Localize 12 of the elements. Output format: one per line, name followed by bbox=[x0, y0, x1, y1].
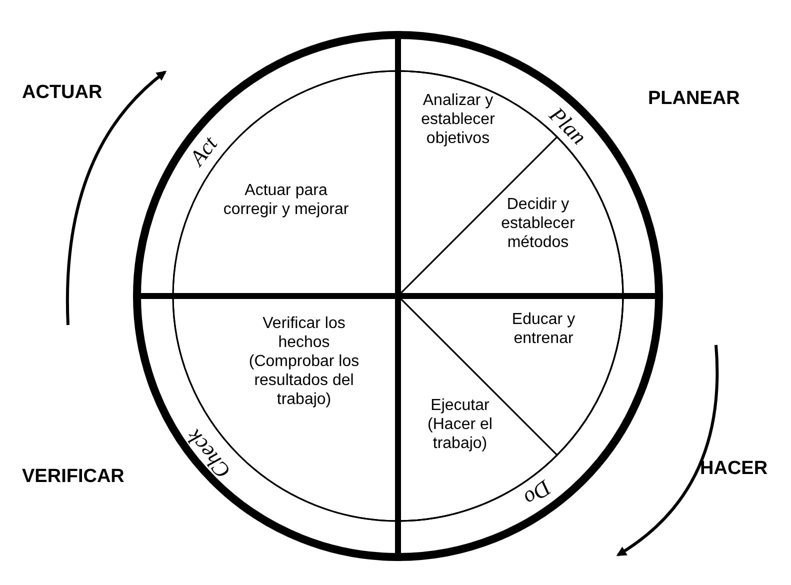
phase-label: Do bbox=[520, 475, 556, 511]
cycle-stage-label: VERIFICAR bbox=[22, 466, 124, 488]
step-text: Ejecutar (Hacer el trabajo) bbox=[426, 396, 494, 453]
cycle-stage-label: PLANEAR bbox=[648, 88, 740, 110]
cycle-stage-label: ACTUAR bbox=[22, 82, 102, 104]
phase-label: Act bbox=[185, 132, 222, 170]
step-text: Decidir y establecer métodos bbox=[500, 195, 576, 252]
step-text: Actuar para corregir y mejorar bbox=[222, 181, 350, 219]
step-text: Analizar y establecer objetivos bbox=[420, 91, 496, 148]
step-text: Educar y entrenar bbox=[510, 310, 576, 348]
cycle-stage-label: HACER bbox=[700, 458, 768, 480]
step-text: Verificar los hechos (Comprobar los resultados del trabajo) bbox=[248, 314, 360, 409]
